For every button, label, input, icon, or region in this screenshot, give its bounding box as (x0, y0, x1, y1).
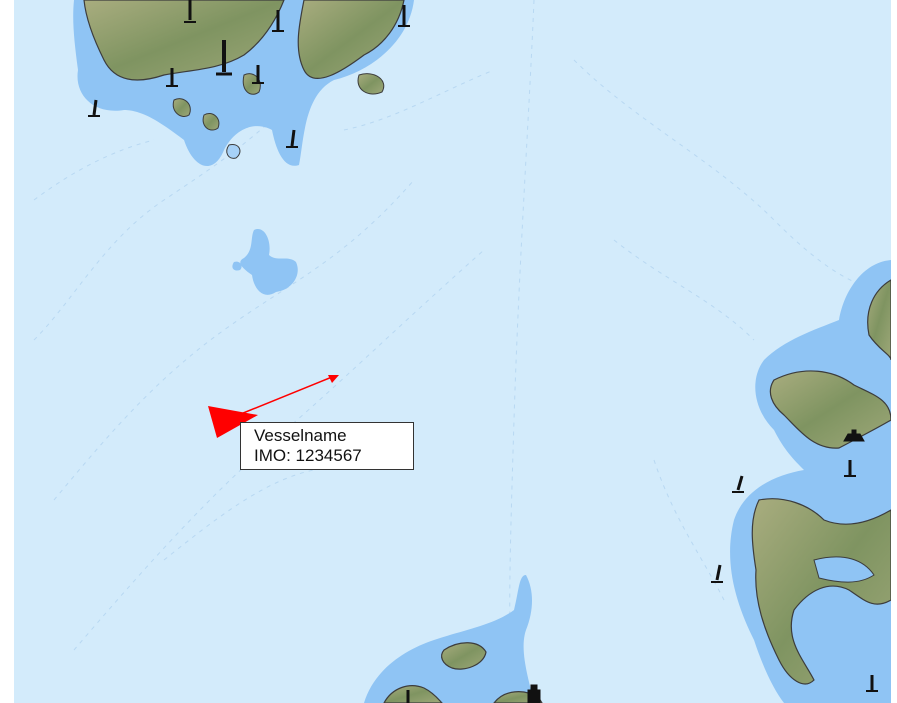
beacon-mark-icon[interactable] (252, 65, 264, 84)
east-islands (730, 260, 891, 703)
beacon-mark-icon[interactable] (286, 129, 298, 148)
vessel-label: Vesselname IMO: 1234567 (240, 422, 414, 470)
vessel-name: Vesselname (254, 426, 347, 445)
lighthouse-icon[interactable] (843, 429, 865, 442)
shoal-area (232, 229, 298, 295)
beacon-mark-icon[interactable] (732, 475, 744, 493)
beacon-mark-icon[interactable] (272, 10, 284, 32)
beacon-mark-icon[interactable] (398, 5, 410, 27)
lighthouse-icon[interactable] (527, 684, 541, 703)
beacon-mark-icon[interactable] (88, 99, 100, 117)
vessel-imo: IMO: 1234567 (254, 446, 362, 465)
nautical-map[interactable]: Vesselname IMO: 1234567 (14, 0, 891, 703)
beacon-mark-icon[interactable] (711, 564, 723, 583)
beacon-mark-icon[interactable] (866, 675, 878, 692)
vessel-marker[interactable] (208, 406, 258, 438)
red-arrow-icon (328, 375, 339, 383)
beacon-mark-icon[interactable] (844, 460, 856, 477)
navigation-marks (88, 0, 878, 703)
south-islands (364, 575, 543, 703)
triangle-vessel-icon[interactable] (208, 406, 258, 438)
beacon-mark-icon[interactable] (184, 0, 196, 23)
map-canvas[interactable] (14, 0, 891, 703)
northwest-islands (73, 0, 414, 167)
beacon-mark-icon[interactable] (166, 68, 178, 87)
beacon-mark-icon[interactable] (216, 40, 232, 76)
